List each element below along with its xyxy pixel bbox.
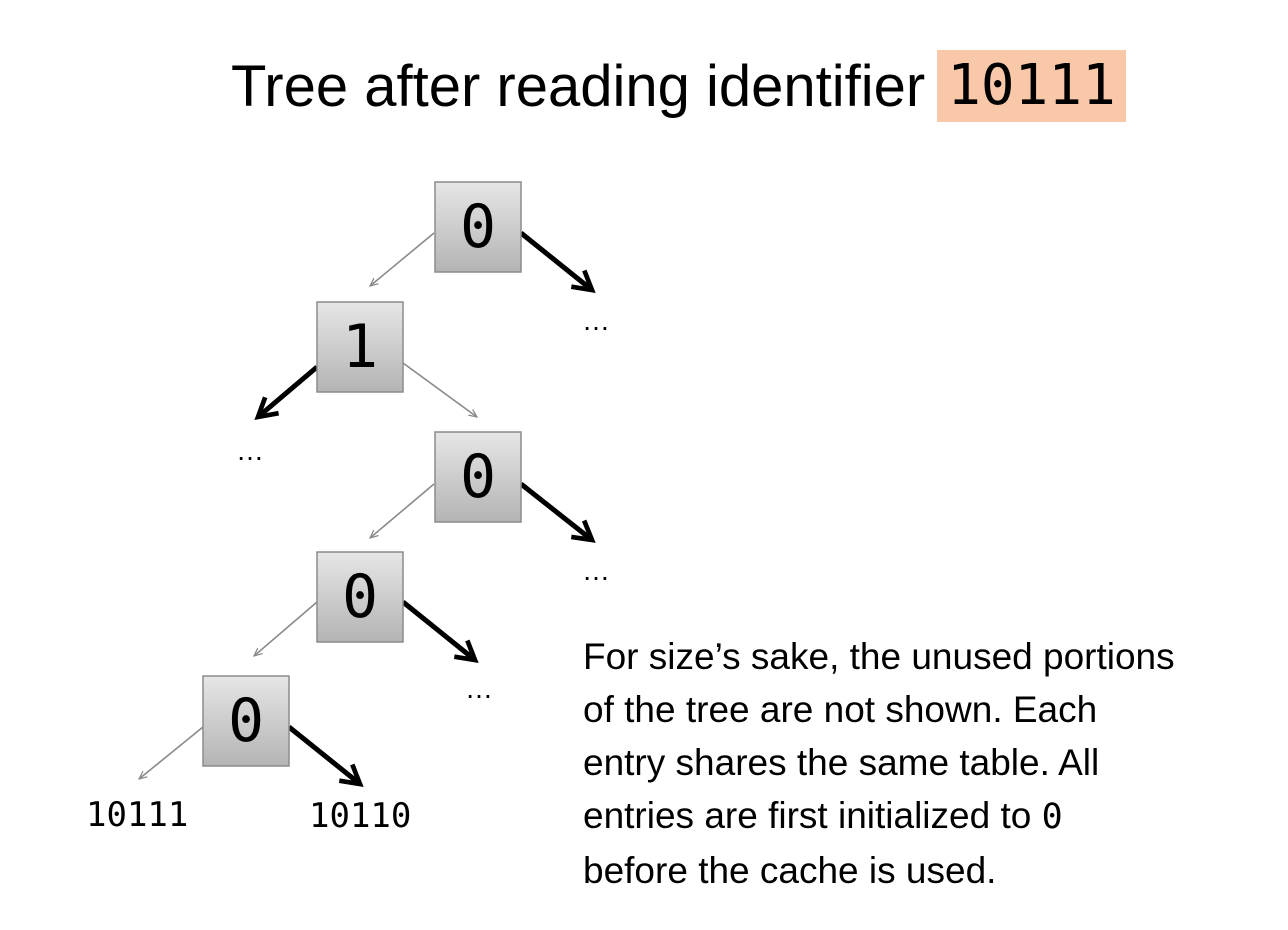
elided-subtree: …	[582, 305, 610, 336]
note-line: entry shares the same table. All	[583, 742, 1100, 783]
initial-value: 0	[1041, 797, 1063, 837]
tree-node-value: 0	[342, 562, 378, 632]
edge-n2-left	[254, 365, 319, 421]
leaf-label: 10111	[86, 795, 188, 835]
tree-node: 0	[434, 431, 522, 523]
note-line: entries are first initialized to 0	[583, 789, 1263, 844]
title-identifier: 10111	[937, 50, 1126, 122]
edge-n2-right	[402, 362, 477, 417]
tree-node-value: 0	[460, 442, 496, 512]
edge-n4-left	[254, 601, 318, 656]
tree-node: 0	[316, 551, 404, 643]
elided-subtree: …	[465, 673, 493, 704]
note-line: before the cache is used.	[583, 850, 997, 891]
edge-n5-left	[139, 726, 204, 779]
edge-n5-right	[287, 725, 364, 787]
edge-n3-left	[370, 483, 435, 538]
title-text: Tree after reading identifier	[231, 53, 926, 119]
explanation-note: For size’s sake, the unused portions of …	[583, 630, 1263, 897]
note-line: For size’s sake, the unused portions	[583, 636, 1175, 677]
tree-node-value: 0	[460, 192, 496, 262]
edge-n1-right	[519, 231, 596, 293]
elided-subtree: …	[582, 555, 610, 586]
edge-n3-right	[519, 482, 596, 543]
leaf-label: 10110	[309, 796, 411, 836]
edge-n1-left	[370, 232, 435, 286]
page-title: Tree after reading identifier 10111	[231, 50, 1126, 122]
note-line: of the tree are not shown. Each	[583, 689, 1098, 730]
tree-node: 0	[202, 675, 290, 767]
tree-node-value: 1	[342, 312, 378, 382]
edge-n4-right	[401, 600, 479, 663]
note-line-text: entries are first initialized to	[583, 795, 1042, 836]
tree-node-value: 0	[228, 686, 264, 756]
elided-subtree: …	[236, 435, 264, 466]
tree-node: 0	[434, 181, 522, 273]
tree-node: 1	[316, 301, 404, 393]
